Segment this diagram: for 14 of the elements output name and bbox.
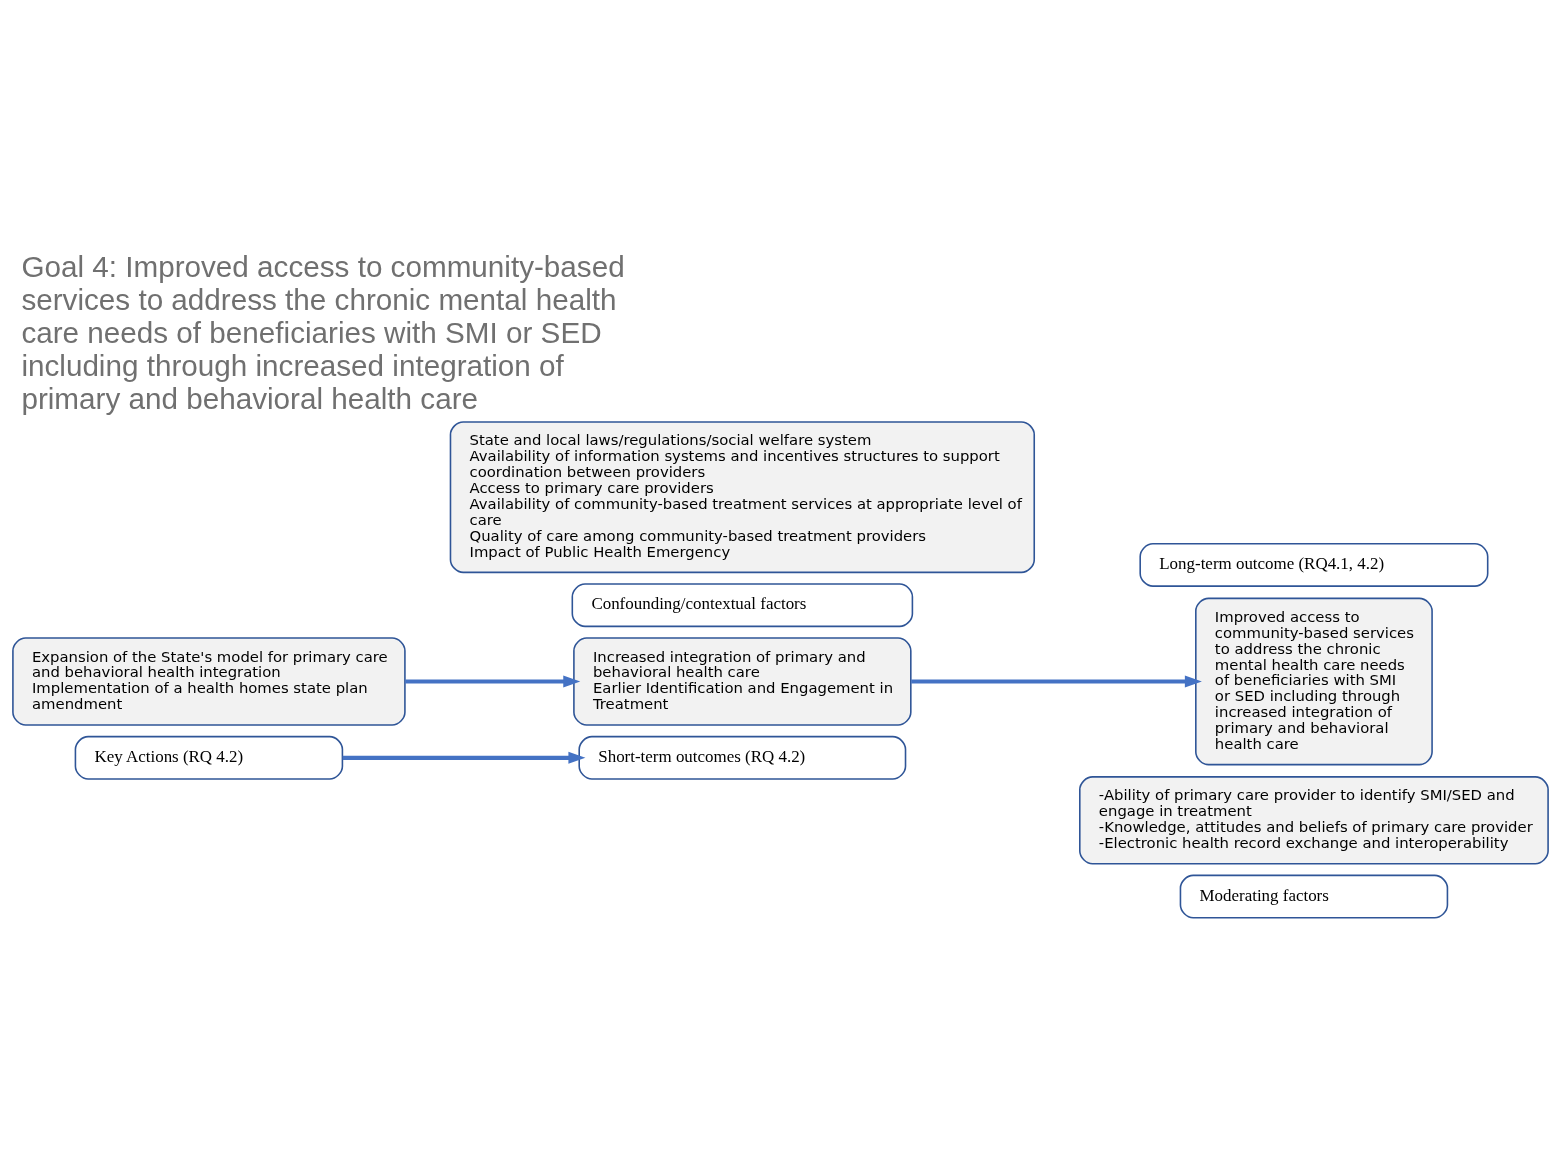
node-box: Moderating factors (1179, 874, 1449, 919)
node-box: Increased integration of primary and behavioral health care Earlier Identification and Engagement in Treatment (573, 637, 912, 726)
arrow (911, 675, 1202, 688)
diagram-title: Goal 4: Improved access to community-based services to address the chronic mental health care needs of beneficiaries with SMI or SED including through increased integration of primary and behavioral health care (21, 250, 625, 415)
node-box: Improved access to community-based services to address the chronic mental health care needs of beneficiaries with SMI or SED including through increased integration of primary and behavioral health care (1195, 597, 1433, 766)
node-box: Long-term outcome (RQ4.1, 4.2) (1139, 542, 1489, 587)
node-box: -Ability of primary care provider to identify SMI/SED and engage in treatment -Knowledge, attitudes and beliefs of primary care provider -Electronic health record exchange and interoperability (1079, 776, 1549, 865)
node-box: Short-term outcomes (RQ 4.2) (578, 735, 907, 780)
node-box: Key Actions (RQ 4.2) (74, 735, 344, 780)
arrow (342, 751, 586, 764)
node-box: Confounding/contextual factors (571, 583, 914, 628)
node-box: Expansion of the State's model for primary care and behavioral health integration Implementation of a health homes state plan amendment (12, 637, 406, 726)
arrow (405, 675, 581, 688)
node-box: State and local laws/regulations/social welfare system Availability of information systems and incentives structures to support coordination between providers Access to primary care providers Availability of community-based treatment services at appropriate level of care Quality of care among community-based treatment providers Impact of Public Health Emergency (449, 421, 1036, 574)
